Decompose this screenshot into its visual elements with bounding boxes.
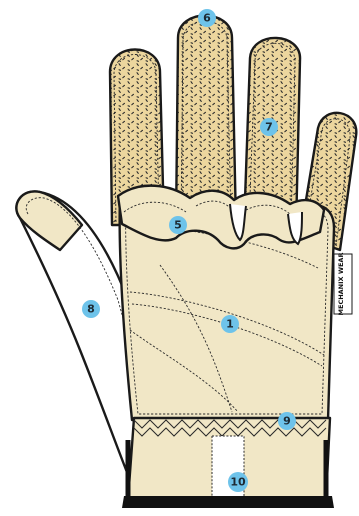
callout-1-label: 1: [226, 318, 234, 331]
brand-logo: MECHANIX WEAR: [334, 253, 352, 316]
callout-1: 1: [221, 315, 239, 333]
logo-text: MECHANIX WEAR: [337, 253, 345, 316]
callout-10-label: 10: [230, 476, 246, 489]
callout-7-label: 7: [265, 121, 273, 134]
callout-6-label: 6: [203, 12, 211, 25]
cuff-band: [122, 496, 334, 508]
callout-5-label: 5: [174, 219, 182, 232]
cuff: [122, 418, 334, 508]
callout-7: 7: [260, 118, 278, 136]
callout-6: 6: [198, 9, 216, 27]
callout-8-label: 8: [87, 303, 95, 316]
callout-9-label: 9: [283, 415, 291, 428]
callout-8: 8: [82, 300, 100, 318]
callout-9: 9: [278, 412, 296, 430]
callout-10: 10: [228, 472, 248, 492]
callout-5: 5: [169, 216, 187, 234]
cuff-tab: [212, 436, 244, 504]
